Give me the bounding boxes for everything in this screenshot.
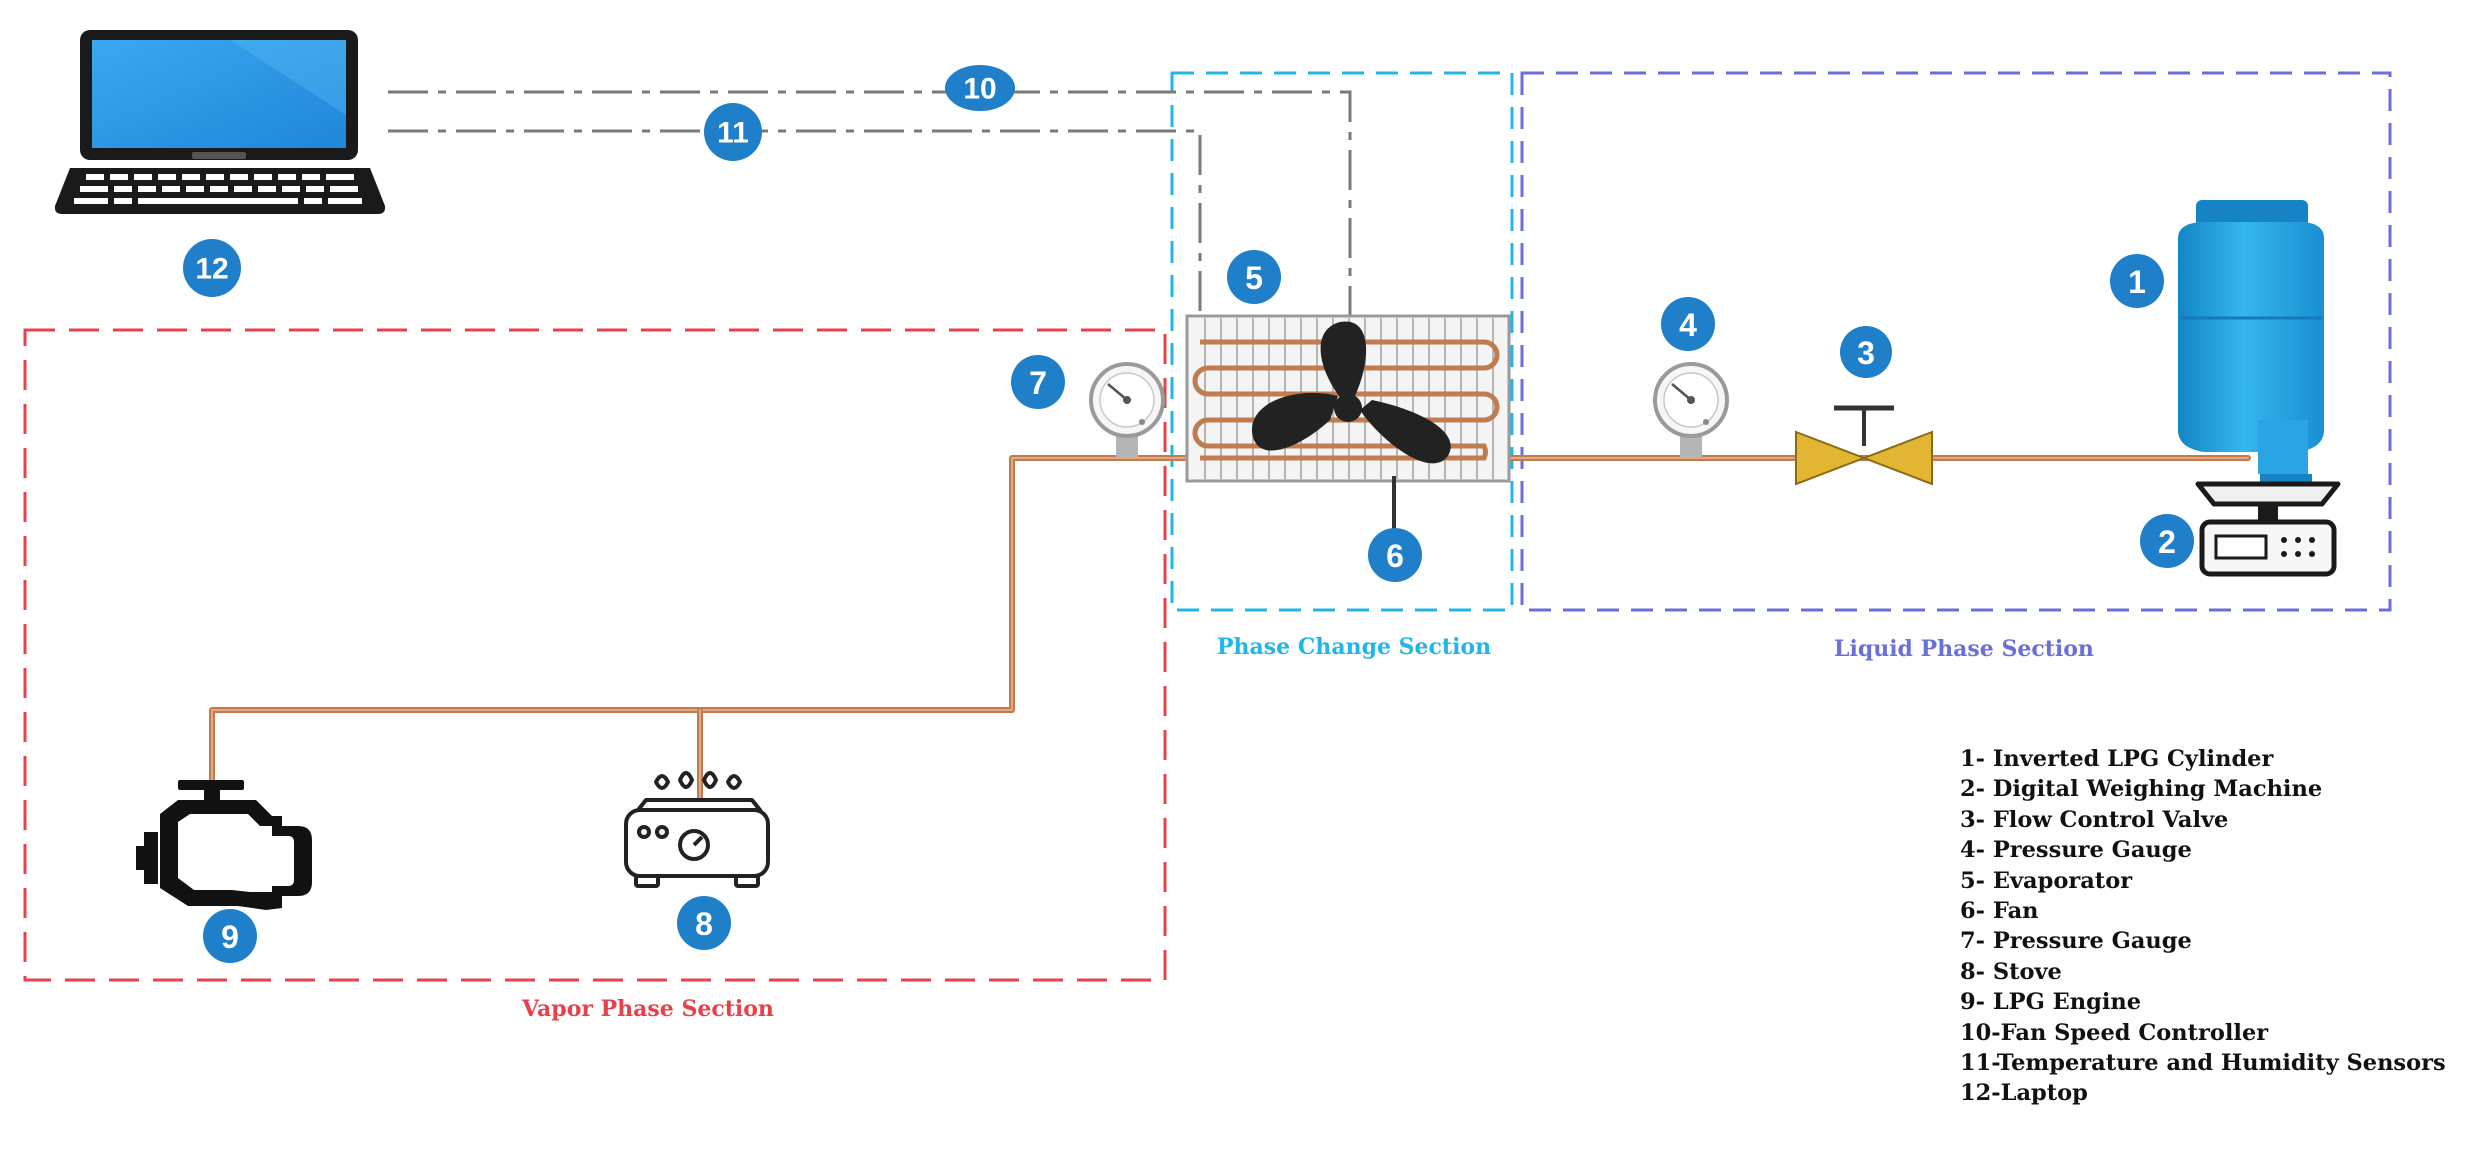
badge-11-number: 11 [717,117,749,150]
liquid-phase-section-title: Liquid Phase Section [1834,636,2094,662]
badge-5: 5 [1227,250,1281,304]
badge-3: 3 [1840,326,1892,378]
badge-6-number: 6 [1386,538,1404,574]
badge-5-number: 5 [1245,260,1263,296]
copper-pipe [209,455,2251,803]
badge-10: 10 [945,65,1015,111]
legend-item: 7- Pressure Gauge [1960,928,2192,955]
badge-3-number: 3 [1857,335,1875,371]
legend-item: 6- Fan [1960,898,2039,925]
vapor-section-box [23,328,1167,982]
phase-change-section-title: Phase Change Section [1217,634,1492,660]
stove-icon [624,771,770,888]
badge-1-number: 1 [2128,264,2146,300]
badge-8: 8 [677,896,731,950]
badge-9: 9 [203,909,257,963]
pressure-gauge-icon [1653,362,1729,458]
sensor-signal-line [388,129,1202,335]
badge-8-number: 8 [695,906,713,942]
laptop-icon [54,30,386,214]
legend-item: 8- Stove [1960,958,2062,985]
badge-9-number: 9 [221,919,239,955]
badge-12: 12 [183,239,241,297]
vapor-phase-section-title: Vapor Phase Section [522,996,774,1022]
legend-item: 4- Pressure Gauge [1960,837,2192,864]
badge-4: 4 [1661,297,1715,351]
engine-icon [136,780,312,910]
cylinder-icon [2178,200,2324,482]
pressure-gauge-icon [1089,362,1165,458]
legend-item: 1- Inverted LPG Cylinder [1960,746,2274,772]
badge-12-number: 12 [195,253,228,286]
phase-change-section-box [1170,71,1514,612]
badge-7: 7 [1011,355,1065,409]
legend-item: 9- LPG Engine [1960,989,2142,1016]
badge-1: 1 [2110,254,2164,308]
legend-item: 2- Digital Weighing Machine [1960,776,2323,803]
fan-speed-signal-line [388,90,1352,330]
fan-icon [1251,321,1451,530]
badge-2: 2 [2140,514,2194,568]
badge-6: 6 [1368,528,1422,582]
liquid-section-box [1520,71,2392,612]
valve-icon [1795,405,1933,486]
legend-item: 12-Laptop [1960,1080,2088,1107]
badge-7-number: 7 [1029,365,1047,401]
badge-10-number: 10 [963,73,996,106]
badge-11: 11 [704,103,762,161]
legend: 1- Inverted LPG Cylinder 2- Digital Weig… [1960,744,2446,1109]
legend-item: 11-Temperature and Humidity Sensors [1960,1050,2446,1077]
legend-item: 10-Fan Speed Controller [1960,1019,2269,1046]
scale-icon [2195,481,2341,577]
badge-4-number: 4 [1679,307,1697,343]
badge-2-number: 2 [2158,524,2176,560]
signal-lines [388,90,1352,335]
legend-item: 5- Evaporator [1960,867,2133,894]
legend-item: 3- Flow Control Valve [1960,806,2229,833]
